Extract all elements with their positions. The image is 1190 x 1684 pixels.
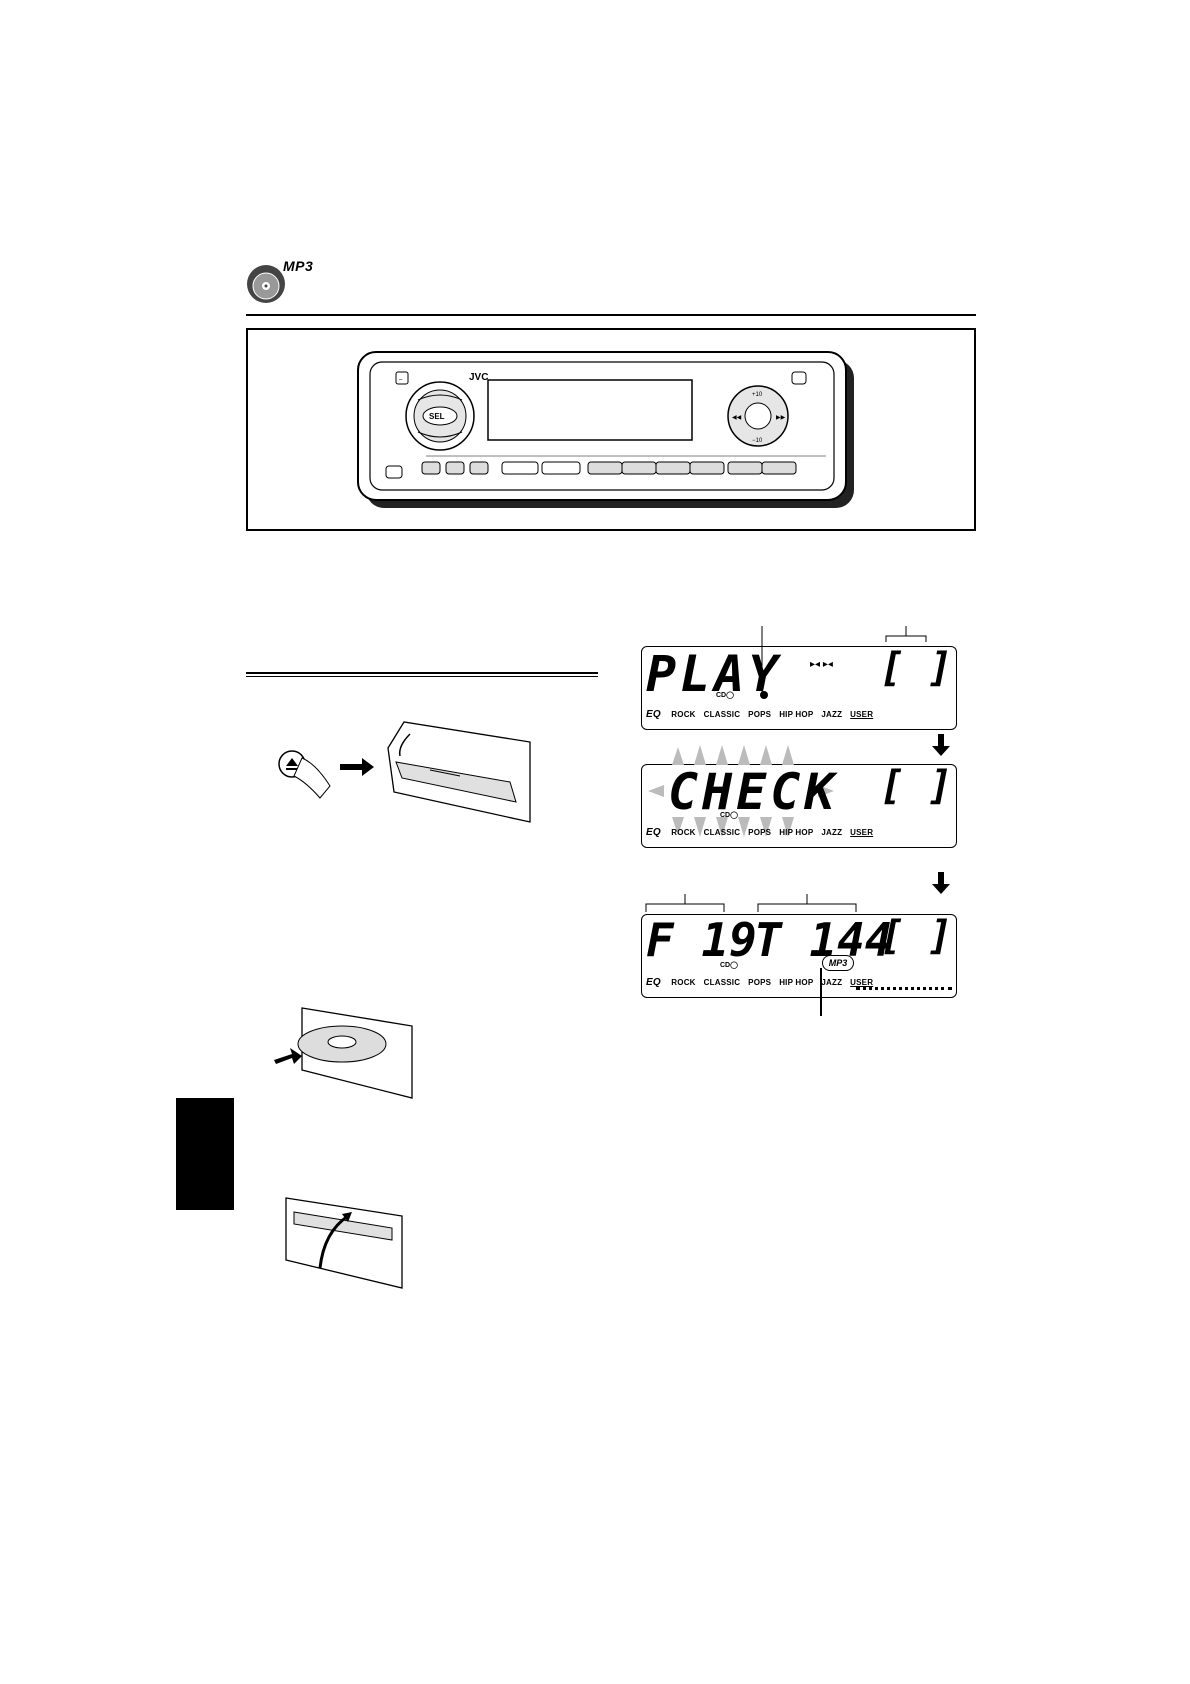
language-side-tab bbox=[176, 1098, 234, 1210]
lcd-folder-number: F 19 bbox=[646, 913, 757, 967]
svg-text:–: – bbox=[399, 377, 403, 383]
eq-label: EQ bbox=[646, 827, 661, 838]
blink-burst-icon bbox=[648, 745, 834, 837]
lcd-disc-indicator: [ ] bbox=[880, 645, 953, 691]
svg-text:−10: −10 bbox=[752, 438, 763, 444]
svg-text:▶▶: ▶▶ bbox=[776, 415, 786, 421]
cd-icon: CD◯ bbox=[716, 692, 734, 699]
svg-text:JVC: JVC bbox=[469, 372, 488, 383]
callout-line-mp3 bbox=[820, 968, 822, 1016]
lcd-main-text: CHECK bbox=[668, 763, 839, 821]
svg-text:+10: +10 bbox=[752, 392, 763, 398]
lcd-disc-indicator: [ ] bbox=[880, 763, 953, 809]
cd-icon: CD◯ bbox=[720, 812, 738, 819]
mp3-disc-icon bbox=[246, 264, 286, 304]
section-rule-thin bbox=[246, 676, 598, 677]
level-meter bbox=[856, 987, 952, 993]
lcd-main-text: PLAY bbox=[646, 645, 783, 703]
step1-eject-illustration bbox=[270, 712, 540, 832]
skip-icons: ▸◂ ▸◂ bbox=[810, 659, 833, 670]
eq-label: EQ bbox=[646, 709, 661, 720]
svg-text:◀◀: ◀◀ bbox=[732, 415, 742, 421]
cd-icon: CD◯ bbox=[720, 962, 738, 969]
callout-lines-bottom bbox=[640, 888, 880, 912]
mp3-badge-text: MP3 bbox=[283, 258, 314, 274]
svg-text:SEL: SEL bbox=[429, 412, 445, 421]
unit-panel bbox=[246, 328, 976, 531]
eq-label: EQ bbox=[646, 977, 661, 988]
step3-close-panel-illustration bbox=[272, 1188, 422, 1298]
arrow-down-icon bbox=[932, 872, 950, 899]
callout-dot bbox=[760, 691, 768, 699]
arrow-down-icon bbox=[932, 734, 950, 761]
lcd-disc-indicator: [ ] bbox=[880, 913, 953, 959]
mp3-indicator-badge: MP3 bbox=[822, 955, 854, 971]
callout-lines-top bbox=[600, 626, 960, 696]
step2-insert-disc-illustration bbox=[272, 998, 422, 1108]
car-stereo-faceplate: – SEL JVC +10 −10 ◀◀ ▶▶ bbox=[356, 350, 856, 510]
section-rule bbox=[246, 672, 598, 674]
header-rule bbox=[246, 314, 976, 316]
